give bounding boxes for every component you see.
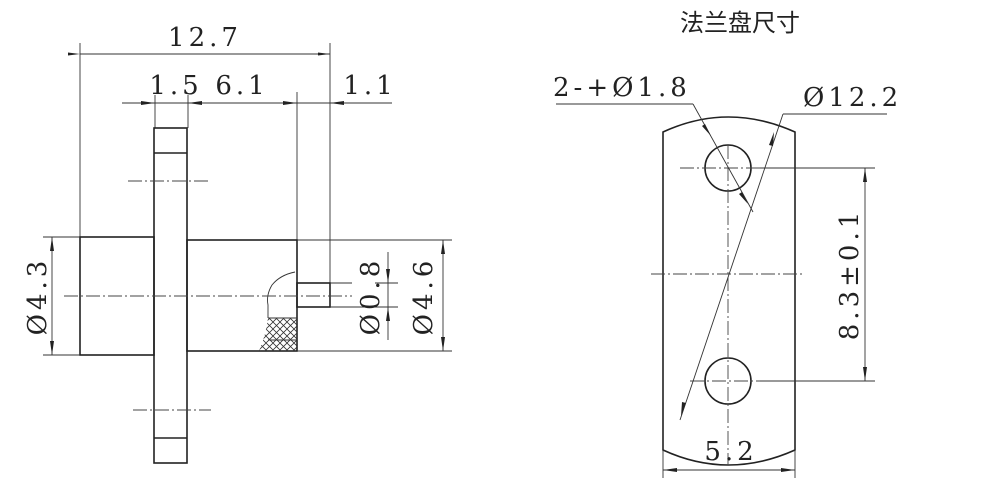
pin-length-label: 1.1 [343,71,396,101]
hole-callout-label: 2-+Ø1.8 [553,73,691,103]
pin-diameter-label: Ø0.8 [356,257,386,336]
flange-thickness-label: 1.5 [149,71,202,101]
flange [153,127,188,464]
right-diameter-label: Ø4.6 [409,257,439,336]
flange-view: 法兰盘尺寸 8.3±0.1 5.2 2-+Ø1.8 Ø12.2 [553,9,902,478]
flange-diameter-label: Ø12.2 [803,83,902,113]
left-diameter-label: Ø4.3 [23,257,53,336]
body-length-label: 6.1 [215,71,268,101]
overall-length-label: 12.7 [168,23,242,53]
side-view: 12.7 1.5 6.1 1.1 Ø4.3 [23,23,452,464]
flange-width-label: 5.2 [704,437,757,467]
center-pin [296,282,331,308]
hole-spacing-label: 8.3±0.1 [835,208,865,340]
flange-title: 法兰盘尺寸 [680,9,800,37]
